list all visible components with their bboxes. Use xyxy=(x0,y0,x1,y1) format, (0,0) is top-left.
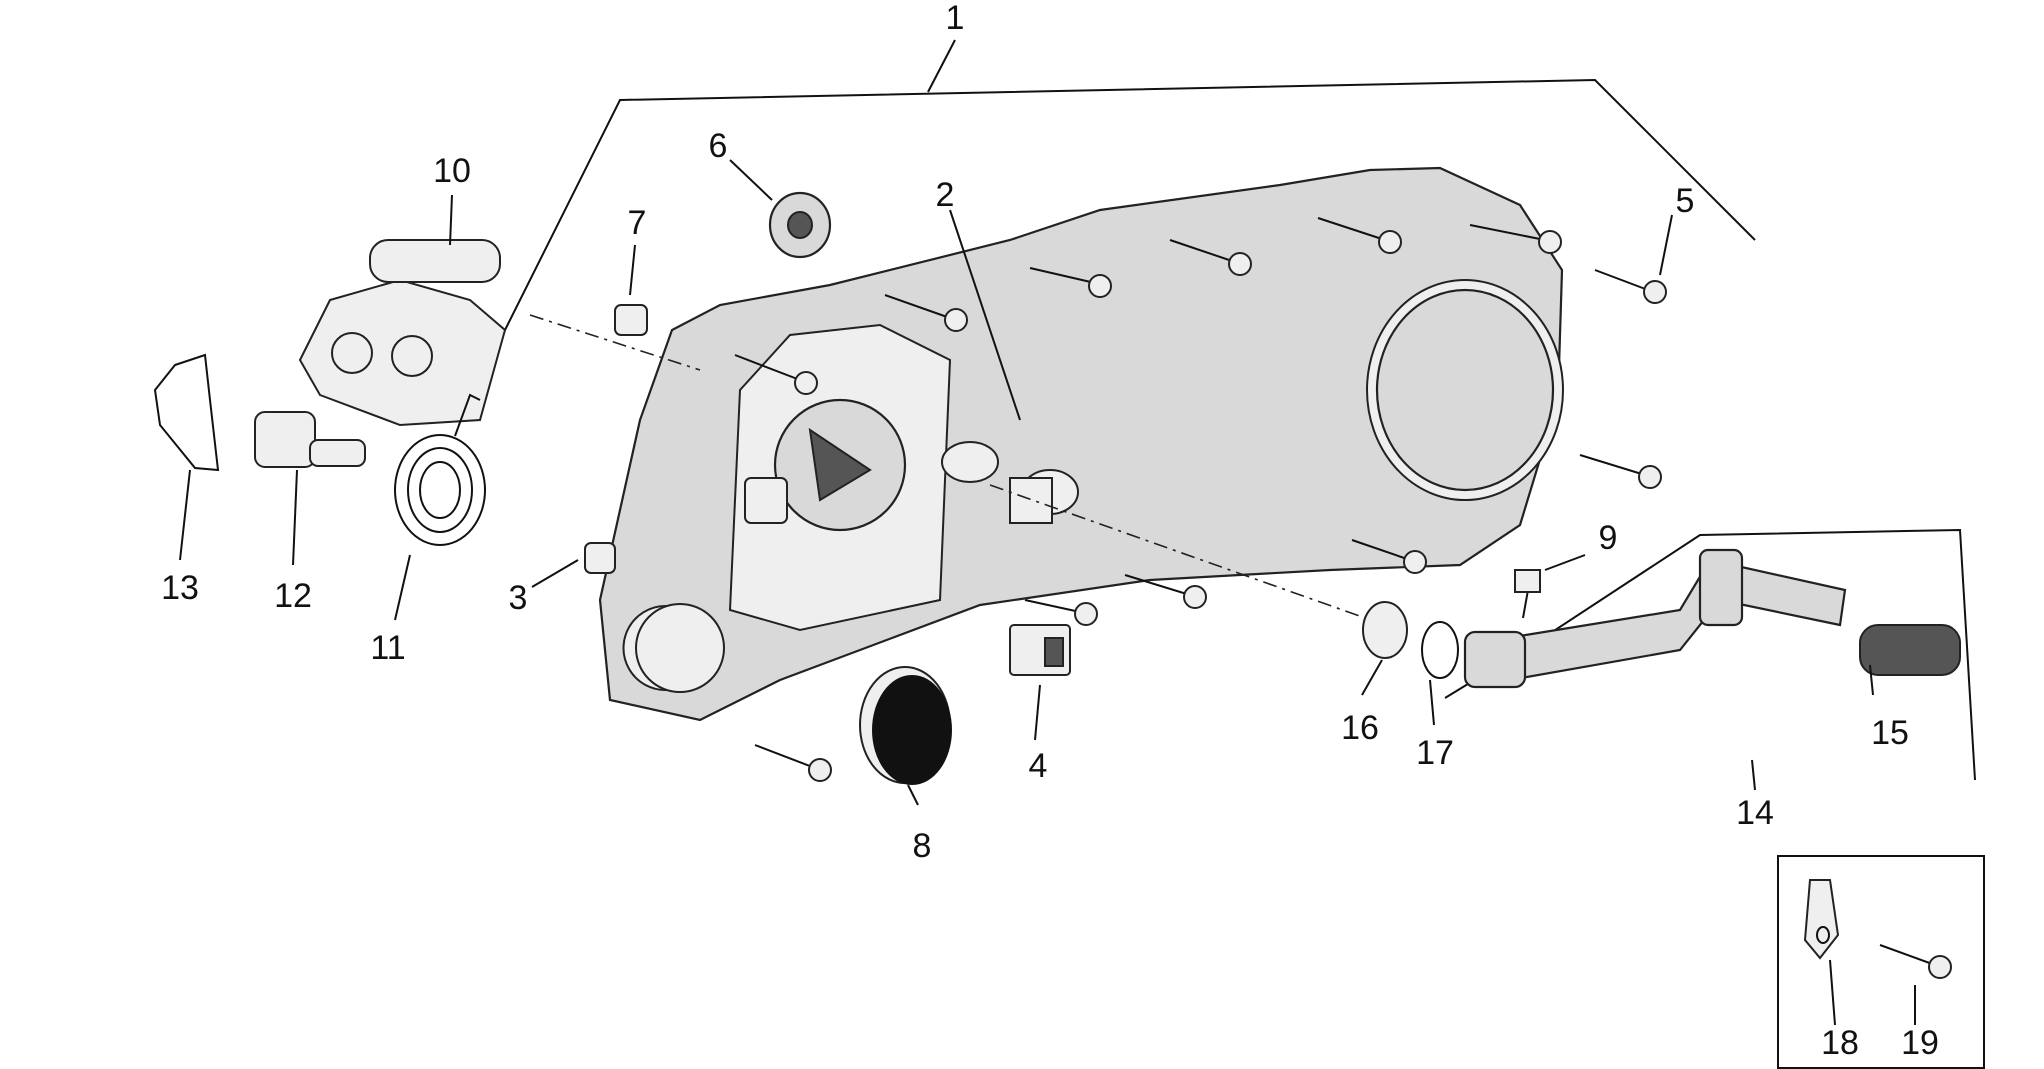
callout-10: 10 xyxy=(433,152,471,190)
washer-16 xyxy=(1362,601,1408,659)
callout-12: 12 xyxy=(274,577,312,615)
callout-2: 2 xyxy=(936,176,955,214)
callout-14: 14 xyxy=(1736,794,1774,832)
callout-7: 7 xyxy=(628,204,647,242)
spring-11 xyxy=(394,393,486,546)
callout-18: 18 xyxy=(1821,1024,1859,1062)
callout-11: 11 xyxy=(370,629,405,667)
leader-lines xyxy=(179,159,1916,1026)
callout-3: 3 xyxy=(509,579,528,617)
kickstart-gear-10 xyxy=(298,239,507,427)
dowel-7 xyxy=(614,304,648,336)
dowel-3 xyxy=(584,542,616,574)
bushing-12 xyxy=(254,411,366,468)
callout-9: 9 xyxy=(1599,519,1618,557)
oil-seal-6 xyxy=(768,191,832,259)
clip-13 xyxy=(153,353,220,472)
callout-19: 19 xyxy=(1901,1024,1939,1062)
callout-labels: 1 2 3 4 5 6 7 8 9 10 11 12 13 14 15 16 1… xyxy=(161,0,1939,1062)
circlip-17 xyxy=(1421,621,1459,679)
callout-5: 5 xyxy=(1676,182,1695,220)
alignment-line-right xyxy=(989,484,1386,626)
inset-box xyxy=(1777,855,1985,1069)
callout-15: 15 xyxy=(1871,714,1909,752)
grommet-4 xyxy=(1009,624,1071,676)
callout-6: 6 xyxy=(709,127,728,165)
callout-1: 1 xyxy=(946,0,965,37)
callout-8: 8 xyxy=(913,827,932,865)
callout-16: 16 xyxy=(1341,709,1379,747)
crankcase-cover xyxy=(598,166,1564,722)
bolts-group xyxy=(734,217,1667,782)
alignment-line-left xyxy=(529,314,701,371)
assembly-bracket-1 xyxy=(499,39,1756,341)
screw-9 xyxy=(1514,569,1541,619)
callout-4: 4 xyxy=(1029,747,1048,785)
kick-lever-assembly-14 xyxy=(1444,528,1976,781)
cap-8 xyxy=(859,666,952,785)
callout-13: 13 xyxy=(161,569,199,607)
callout-17: 17 xyxy=(1416,734,1454,772)
